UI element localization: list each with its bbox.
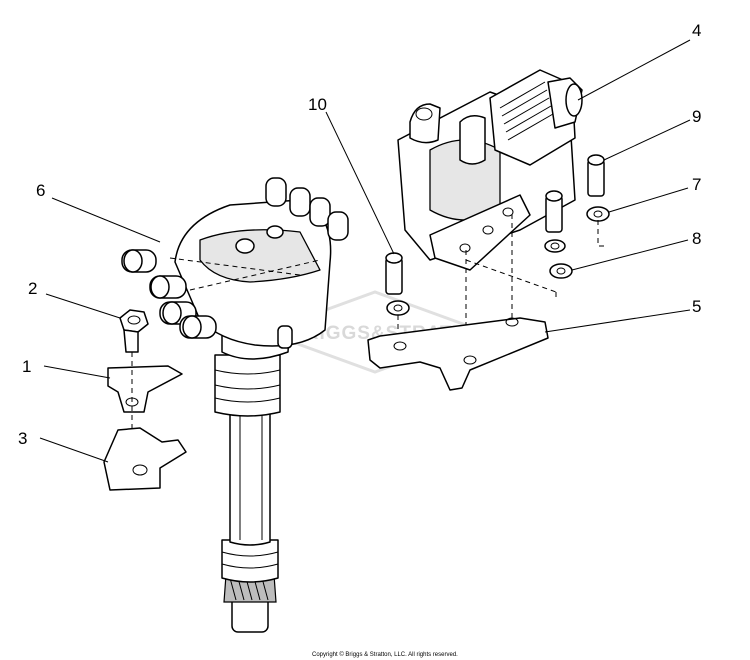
leader-lines — [39, 39, 691, 463]
clamp-bracket — [103, 427, 187, 491]
callout-1: 1 — [22, 357, 31, 376]
coil-mounting-plate — [367, 317, 549, 391]
distributor-body — [121, 177, 349, 633]
washer-left — [386, 300, 410, 345]
callout-10: 10 — [308, 95, 327, 114]
ignition-coil-assembly — [397, 69, 583, 362]
callout-8: 8 — [692, 229, 701, 248]
washer-right — [586, 206, 610, 247]
hold-down-clamp — [107, 352, 183, 460]
hold-down-bolt — [119, 309, 149, 353]
callout-4: 4 — [692, 21, 701, 40]
callout-9: 9 — [692, 107, 701, 126]
coil-mount-bolt-center — [545, 190, 563, 233]
coil-mount-bolt-right — [587, 154, 605, 197]
callout-7: 7 — [692, 175, 701, 194]
coil-mount-bolt-left — [385, 252, 403, 295]
callout-5: 5 — [692, 297, 701, 316]
callout-3: 3 — [18, 429, 27, 448]
callout-2: 2 — [28, 279, 37, 298]
callout-6: 6 — [36, 181, 45, 200]
copyright-notice: Copyright © Briggs & Stratton, LLC. All … — [312, 651, 458, 658]
spacer-center — [544, 239, 566, 253]
washer-center — [549, 263, 573, 279]
callout-labels: 1 2 3 4 5 6 7 8 9 10 — [18, 21, 701, 448]
